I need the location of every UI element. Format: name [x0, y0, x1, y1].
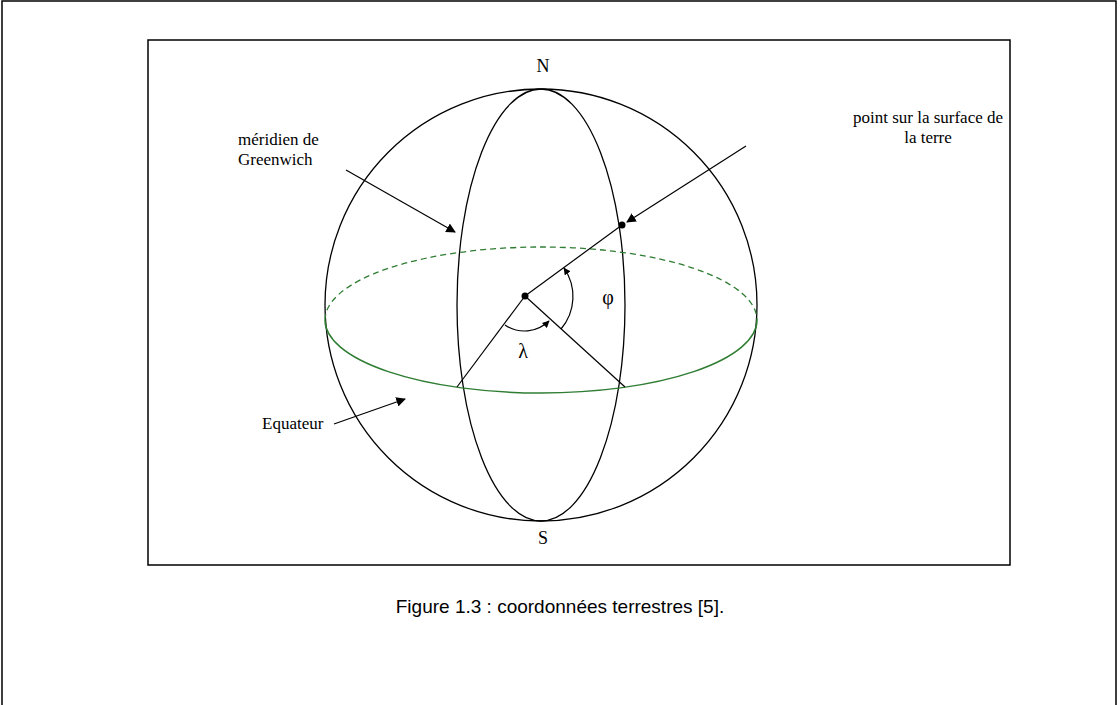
label-text: φ — [597, 286, 619, 309]
label-text: Equateur — [262, 414, 337, 434]
leader-arrow — [334, 399, 405, 424]
leader-arrow — [346, 170, 455, 232]
label-text: méridien de Greenwich — [238, 130, 348, 169]
leader-arrow — [627, 146, 746, 222]
label-text: point sur la surface de la terre — [852, 108, 1004, 147]
phi-arc — [561, 268, 573, 329]
figure-caption: Figure 1.3 : coordonnées terrestres [5]. — [0, 596, 1120, 618]
equator-front — [325, 320, 757, 393]
center-dot — [522, 293, 529, 300]
radius-line — [525, 296, 625, 387]
label-text: S — [533, 528, 553, 549]
label-text: λ — [512, 340, 534, 363]
surface-point — [619, 222, 626, 229]
radius-line — [457, 296, 525, 387]
globe-outline — [325, 89, 757, 521]
equator-back — [325, 247, 757, 320]
figure-frame — [148, 40, 1010, 565]
meridian-ellipse — [457, 89, 625, 521]
lambda-arc — [505, 321, 549, 331]
label-text: N — [533, 56, 553, 77]
radius-line — [525, 225, 622, 296]
